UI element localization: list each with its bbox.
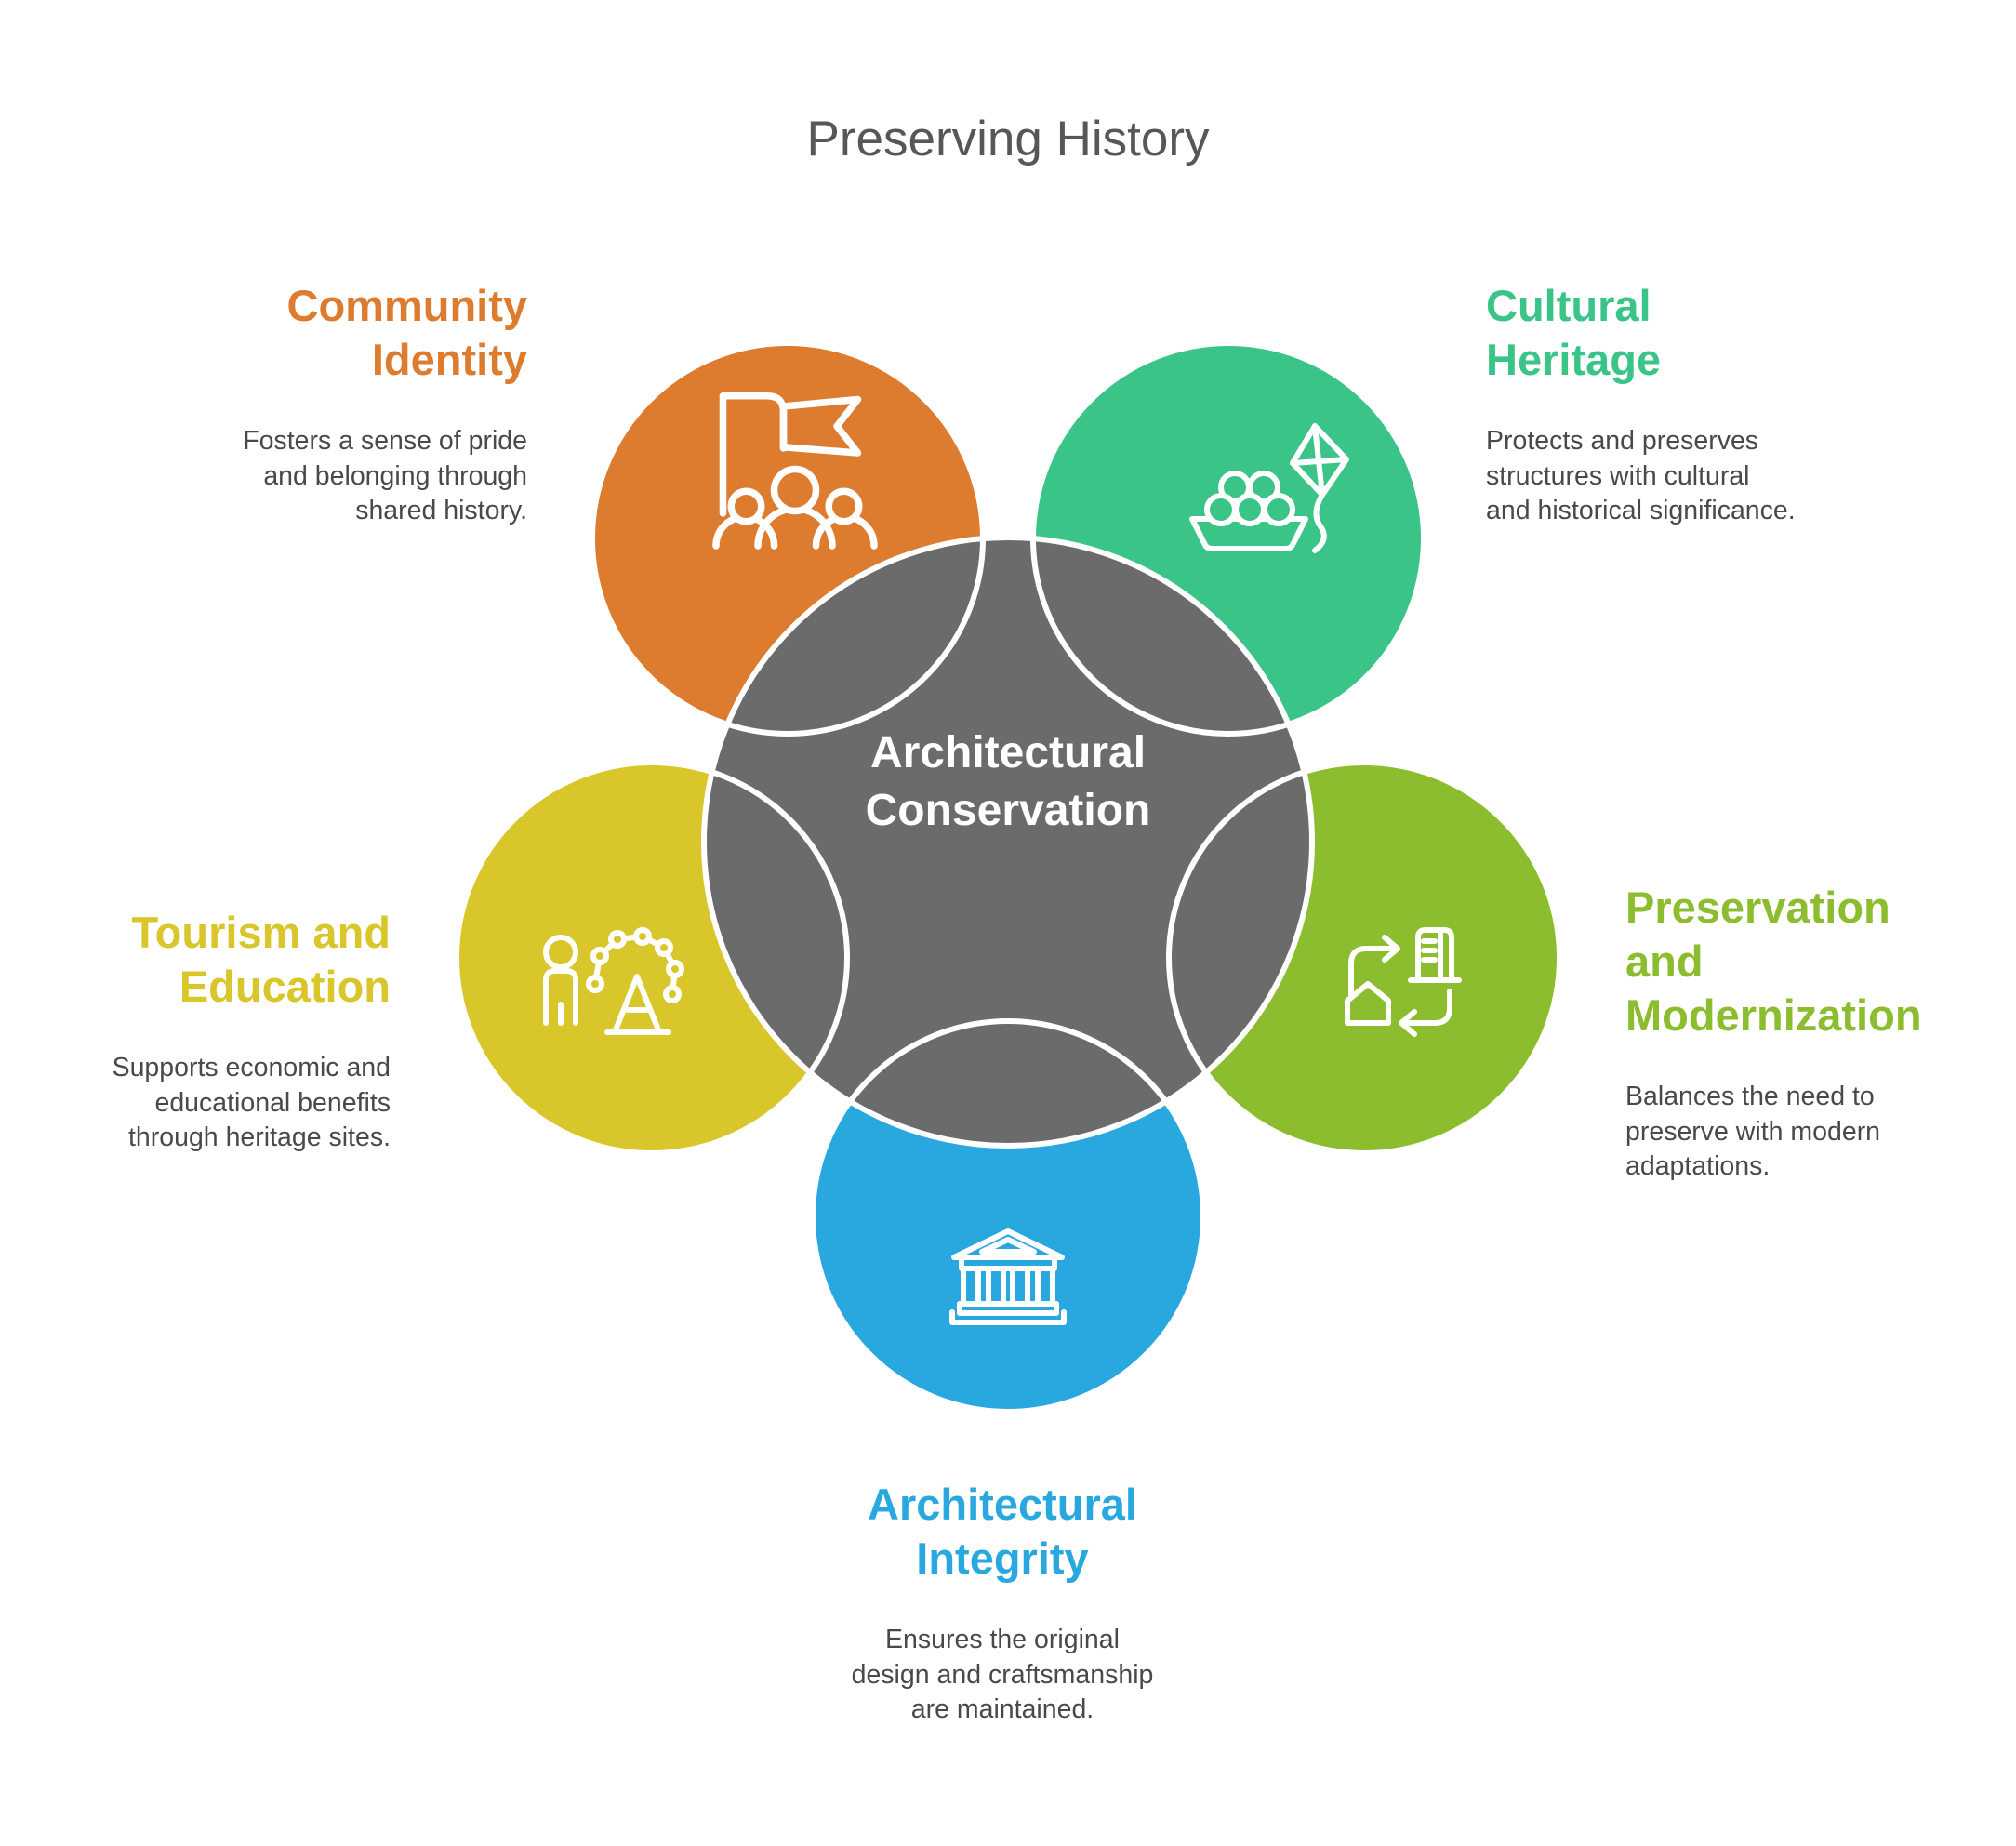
bank-building-icon <box>949 1228 1067 1325</box>
architectural-integrity-block: Architectural Integrity Ensures the orig… <box>723 1478 1281 1728</box>
flag-people-icon <box>712 392 878 550</box>
preservation-modernization-description: Balances the need to preserve with moder… <box>1625 1082 1881 1181</box>
person-ferris-wheel-icon <box>543 927 684 1035</box>
central-circle <box>704 538 1312 1146</box>
sweets-kite-icon <box>1189 423 1349 553</box>
cultural-heritage-heading: Cultural Heritage <box>1486 281 1662 384</box>
cultural-heritage-block: Cultural Heritage Protects and preserves… <box>1486 279 1932 529</box>
building-house-cycle-icon <box>1345 927 1462 1037</box>
preservation-modernization-heading: Preservation and Modernization <box>1625 883 1922 1040</box>
architectural-integrity-heading: Architectural Integrity <box>868 1480 1137 1583</box>
community-identity-block: Community Identity Fosters a sense of pr… <box>62 279 527 529</box>
page-title: Preserving History <box>806 112 1210 166</box>
architectural-integrity-description: Ensures the original design and craftsma… <box>851 1625 1154 1724</box>
preservation-modernization-block: Preservation and Modernization Balances … <box>1625 881 2016 1185</box>
central-label: Architectural Conservation <box>776 724 1240 840</box>
tourism-education-description: Supports economic and educational benefi… <box>112 1053 391 1152</box>
tourism-education-block: Tourism and Education Supports economic … <box>0 906 391 1156</box>
circle-outlines <box>454 340 1562 1414</box>
central-label-line: Architectural <box>869 728 1147 777</box>
community-identity-heading: Community Identity <box>286 281 528 384</box>
tourism-education-heading: Tourism and Education <box>131 908 391 1011</box>
cultural-heritage-description: Protects and preserves structures with c… <box>1486 426 1796 525</box>
central-label-line: Conservation <box>865 786 1151 835</box>
community-identity-description: Fosters a sense of pride and belonging t… <box>243 426 527 525</box>
